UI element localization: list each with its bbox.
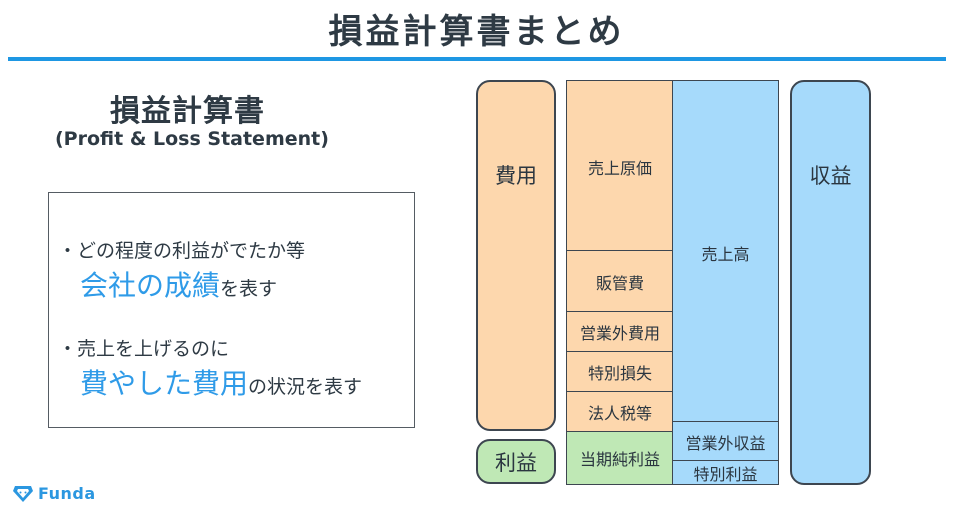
statement-title-en: (Profit & Loss Statement): [55, 128, 329, 150]
bullet-1-highlight: 会社の成績: [80, 269, 221, 302]
bullet-2-emphasis: 費やした費用の状況を表す: [80, 362, 362, 402]
expense-cogs: 売上原価: [566, 80, 674, 252]
diamond-icon: [13, 485, 33, 502]
revenue-pill: 収益: [790, 80, 871, 485]
revenue-extraordinary-gain: 特別利益: [672, 460, 779, 485]
bullet-2-suffix: の状況を表す: [248, 376, 363, 398]
expense-extraordinary-loss: 特別損失: [566, 351, 674, 393]
revenue-non-operating: 営業外収益: [672, 421, 779, 462]
page-title: 損益計算書まとめ: [328, 12, 625, 52]
bullet-2-text: ・売上を上げるのに: [58, 338, 230, 360]
title-underline: [8, 57, 946, 61]
net-income: 当期純利益: [566, 431, 674, 485]
statement-title: 損益計算書: [110, 94, 265, 129]
bullet-1-emphasis: 会社の成績を表す: [80, 264, 277, 304]
bullet-1-text: ・どの程度の利益がでたか等: [58, 240, 306, 262]
expense-income-tax: 法人税等: [566, 391, 674, 433]
cost-pill: 費用: [476, 80, 556, 431]
revenue-sales: 売上高: [672, 80, 779, 423]
description-box: [48, 192, 415, 428]
bullet-1-suffix: を表す: [220, 278, 278, 300]
funda-logo: Funda: [12, 484, 96, 503]
logo-text: Funda: [38, 484, 96, 503]
bullet-2-highlight: 費やした費用: [80, 367, 249, 400]
profit-pill: 利益: [476, 439, 556, 484]
expense-sga: 販管費: [566, 250, 674, 313]
expense-non-operating: 営業外費用: [566, 311, 674, 353]
